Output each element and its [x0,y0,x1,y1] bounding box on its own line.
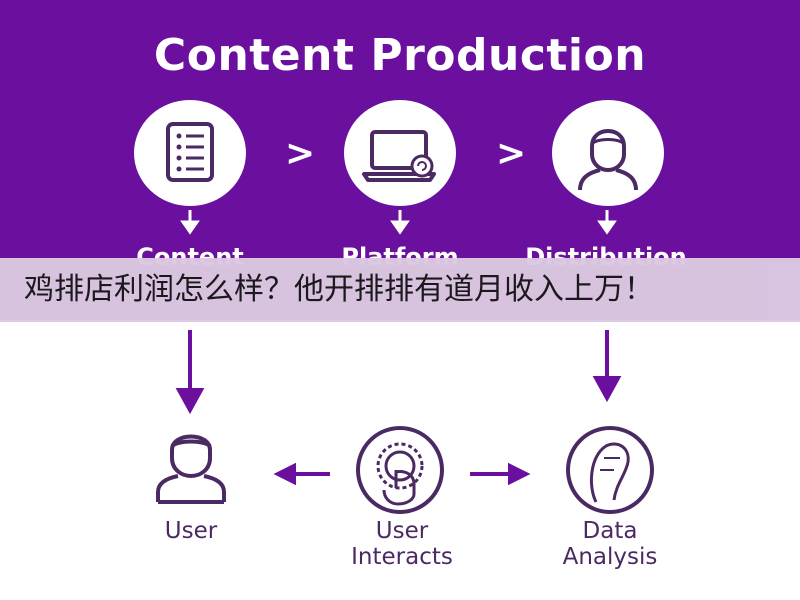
chevron-right-icon: > [496,133,527,174]
label-user-interacts-line1: User [375,518,429,544]
content-circle [134,100,246,206]
diagram-title: Content Production [153,30,647,81]
label-user-line1: User [164,518,218,544]
platform-circle [344,100,456,206]
touch-gear-icon [356,426,444,514]
user-icon [156,434,226,504]
label-data-analysis-line1: Data [582,518,638,544]
checklist-document-icon [166,122,214,182]
label-user-interacts: User Interacts [302,518,502,570]
banner-text[interactable]: 鸡排店利润怎么样？他开排排有道月收入上万！ [24,272,654,307]
person-bust-icon [578,129,638,191]
profile-face-icon [566,426,654,514]
label-user-interacts-line2: Interacts [351,544,453,570]
label-data-analysis-line2: Analysis [562,544,658,570]
chevron-right-icon: > [285,133,316,174]
distribution-circle [552,100,664,206]
label-data-analysis: Data Analysis [510,518,710,570]
laptop-icon [362,130,436,182]
label-user: User [91,518,291,544]
overlay-banner[interactable]: 鸡排店利润怎么样？他开排排有道月收入上万！ [0,258,800,322]
